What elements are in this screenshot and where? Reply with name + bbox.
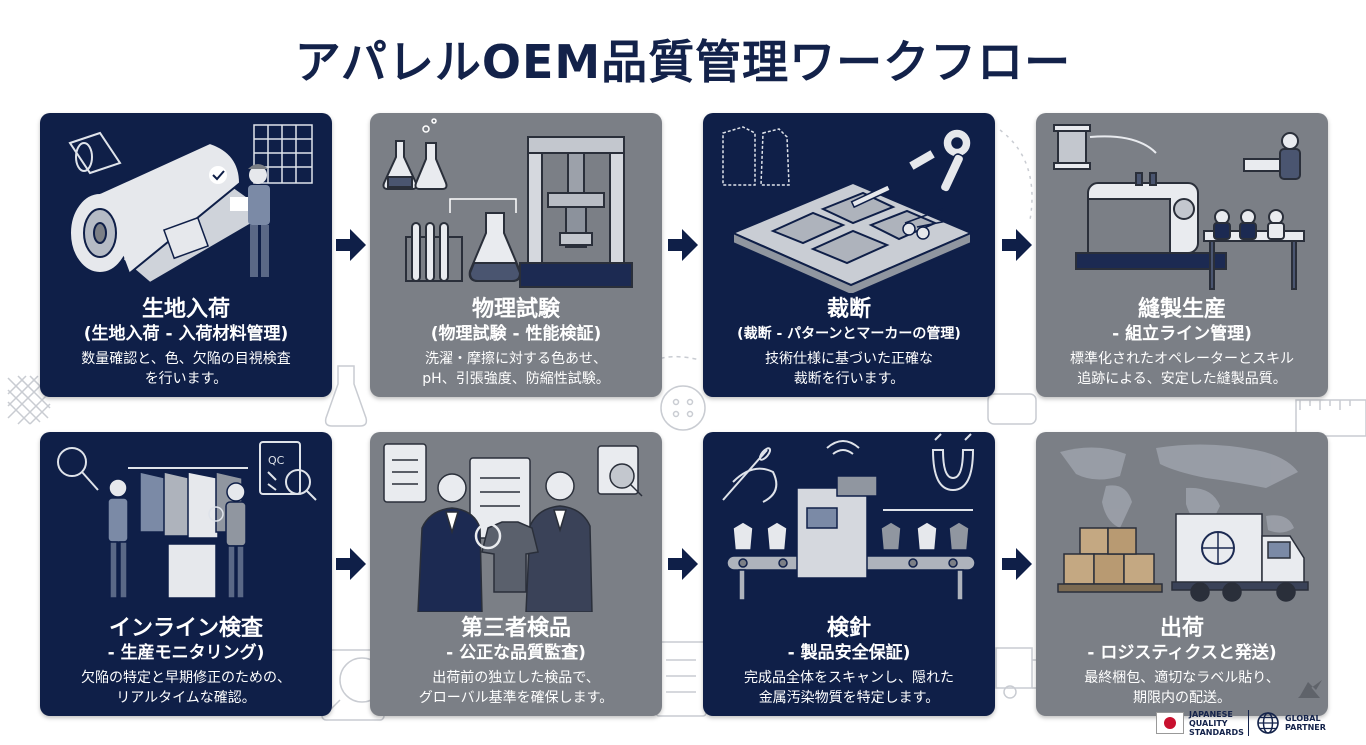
- button-icon: [639, 355, 706, 431]
- japan-flag-icon: [1156, 712, 1184, 734]
- step-description: 完成品全体をスキャンし、隠れた 金属汚染物質を特定します。: [744, 670, 954, 706]
- step-card-cutting: 裁断 (裁断 - パターンとマーカーの管理) 技術仕様に基づいた正確な 裁断を行…: [703, 113, 995, 397]
- step-title: 縫製生産: [1137, 297, 1226, 322]
- step-description: 出荷前の独立した検品で、 グローバル基準を確保します。: [418, 670, 614, 706]
- step-title: 裁断: [826, 297, 871, 322]
- svg-text:QC: QC: [268, 454, 285, 467]
- step-subtitle: - 製品安全保証): [787, 643, 911, 663]
- step-title: インライン検査: [108, 616, 263, 641]
- cutting-table-icon: [722, 126, 974, 293]
- flow-arrow-icon: [336, 548, 366, 580]
- step-subtitle: (生地入荷 - 入荷材料管理): [83, 324, 289, 344]
- step-title: 第三者検品: [460, 616, 571, 641]
- step-title: 生地入荷: [141, 297, 230, 322]
- tape-measure-icon: [987, 129, 1366, 437]
- jqs-badge: JAPANESE QUALITY STANDARDS: [1156, 708, 1244, 738]
- step-card-inline-inspection: QC インライン検査 - 生産モニタリング) 欠陥の特定と早期修正のための、 リ…: [40, 432, 332, 716]
- global-partner-badge: GLOBAL PARTNER: [1256, 708, 1326, 738]
- step-subtitle: - 組立ライン管理): [1112, 324, 1252, 344]
- step-title: 出荷: [1159, 616, 1204, 641]
- step-title: 検針: [826, 616, 871, 641]
- flow-arrow-icon: [668, 229, 698, 261]
- step-card-needle-detection: 検針 - 製品安全保証) 完成品全体をスキャンし、隠れた 金属汚染物質を特定しま…: [703, 432, 995, 716]
- step-description: 欠陥の特定と早期修正のための、 リアルタイムな確認。: [81, 670, 291, 706]
- step-subtitle: - 公正な品質監査): [446, 643, 586, 663]
- flow-arrow-icon: [668, 548, 698, 580]
- step-description: 洗濯・摩擦に対する色あせ、 pH、引張強度、防縮性試験。: [422, 351, 610, 387]
- corner-map-icon: [1298, 680, 1322, 698]
- third-party-audit-icon: [383, 443, 643, 612]
- step-description: 最終梱包、適切なラベル貼り、 期限内の配送。: [1084, 670, 1280, 706]
- inline-inspection-icon: QC: [57, 441, 317, 599]
- flow-arrow-icon: [1002, 548, 1032, 580]
- step-description: 標準化されたオペレーターとスキル 追跡による、安定した縫製品質。: [1070, 351, 1294, 387]
- step-subtitle: - 生産モニタリング): [107, 643, 265, 663]
- footer-divider: [1248, 710, 1249, 736]
- clipboard-deco-icon: [655, 641, 707, 717]
- step-card-third-party: 第三者検品 - 公正な品質監査) 出荷前の独立した検品で、 グローバル基準を確保…: [370, 432, 662, 716]
- step-title: 物理試験: [471, 297, 560, 322]
- step-description: 数量確認と、色、欠陥の目視検査 を行います。: [81, 351, 291, 387]
- needle-detector-icon: [722, 433, 976, 601]
- step-subtitle: - ロジスティクスと発送): [1087, 643, 1277, 663]
- shipping-truck-icon: [1057, 444, 1309, 602]
- jqs-label: JAPANESE QUALITY STANDARDS: [1189, 709, 1244, 737]
- lab-test-icon: [382, 118, 633, 288]
- step-subtitle: (物理試験 - 性能検証): [430, 324, 602, 344]
- world-map-icon: [1060, 444, 1298, 533]
- step-card-sewing: 縫製生産 - 組立ライン管理) 標準化されたオペレーターとスキル 追跡による、安…: [1036, 113, 1328, 397]
- page-title: アパレルOEM品質管理ワークフロー: [294, 35, 1072, 89]
- globe-icon: [1257, 712, 1279, 734]
- global-partner-label: GLOBAL PARTNER: [1285, 714, 1326, 732]
- flask-icon: [324, 365, 368, 427]
- sewing-machine-icon: [1053, 124, 1305, 290]
- step-card-physical-test: 物理試験 (物理試験 - 性能検証) 洗濯・摩擦に対する色あせ、 pH、引張強度…: [370, 113, 662, 397]
- step-card-fabric-arrival: 生地入荷 (生地入荷 - 入荷材料管理) 数量確認と、色、欠陥の目視検査 を行い…: [40, 113, 332, 397]
- step-card-shipping: 出荷 - ロジスティクスと発送) 最終梱包、適切なラベル貼り、 期限内の配送。: [1036, 432, 1328, 716]
- step-description: 技術仕様に基づいた正確な 裁断を行います。: [765, 351, 933, 387]
- flow-arrow-icon: [1002, 229, 1032, 261]
- step-subtitle: (裁断 - パターンとマーカーの管理): [737, 326, 961, 342]
- flow-arrow-icon: [336, 229, 366, 261]
- fabric-roll-icon: [68, 124, 313, 285]
